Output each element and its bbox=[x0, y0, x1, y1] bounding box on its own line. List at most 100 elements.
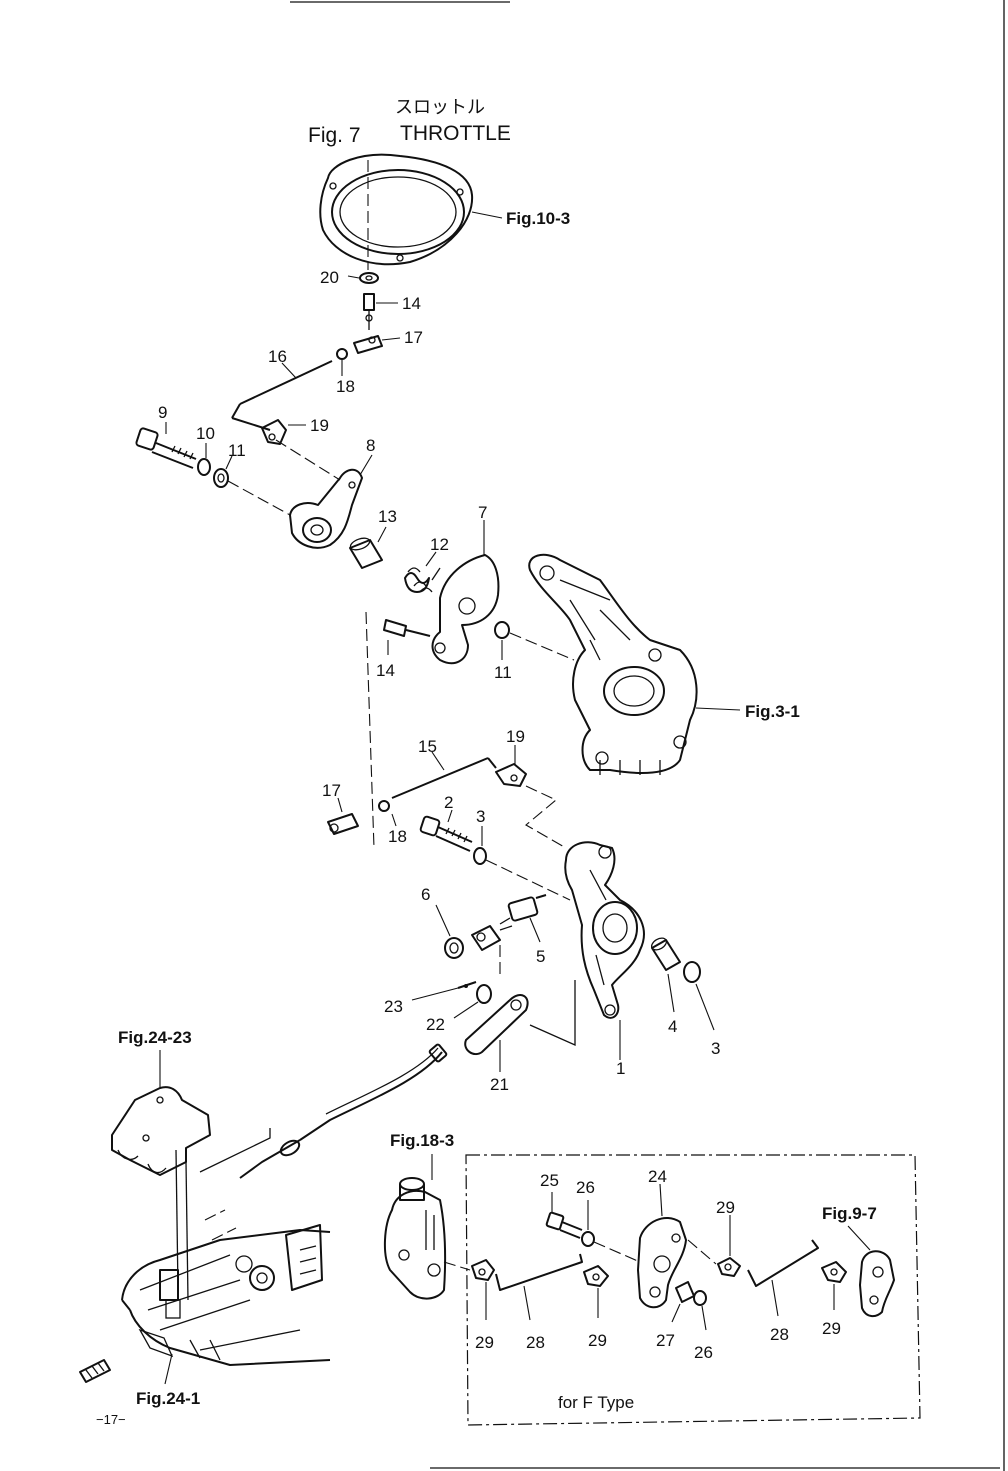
callout-9: 9 bbox=[158, 403, 167, 422]
ref-fig-18-3[interactable]: Fig.18-3 bbox=[390, 1131, 454, 1150]
ref-fig-3-1[interactable]: Fig.3-1 bbox=[745, 702, 800, 721]
part-20-nut bbox=[359, 272, 379, 284]
callout-11-top: 11 bbox=[228, 441, 246, 460]
part-23-pin bbox=[457, 981, 477, 989]
callout-21: 21 bbox=[490, 1075, 509, 1094]
callout-17-top: 17 bbox=[404, 328, 423, 347]
part-21-rod-end bbox=[464, 994, 529, 1056]
part-19-clip bbox=[261, 419, 287, 445]
callout-7: 7 bbox=[478, 503, 487, 522]
callout-29-b: 29 bbox=[588, 1331, 607, 1350]
part-3-washer bbox=[473, 847, 487, 865]
throttle-cable bbox=[239, 1043, 448, 1179]
callout-18-mid: 18 bbox=[388, 827, 407, 846]
ref-fig-9-7[interactable]: Fig.9-7 bbox=[822, 1204, 877, 1223]
callout-13: 13 bbox=[378, 507, 397, 526]
part-27-collar bbox=[675, 1281, 695, 1303]
part-26-washer-b bbox=[693, 1290, 707, 1306]
part-17-joint bbox=[353, 335, 383, 354]
part-14-ball-joint-mid bbox=[383, 619, 431, 637]
part-3-washer-bottom bbox=[683, 961, 701, 983]
callout-14-mid: 14 bbox=[376, 661, 395, 680]
callout-5: 5 bbox=[536, 947, 545, 966]
throttle-ring-flange bbox=[319, 153, 474, 270]
part-11-washer bbox=[213, 468, 229, 488]
callout-29-a: 29 bbox=[475, 1333, 494, 1352]
callout-28-a: 28 bbox=[526, 1333, 545, 1352]
callout-26-top: 26 bbox=[576, 1178, 595, 1197]
figure-number: Fig. 7 bbox=[308, 124, 361, 147]
callout-4: 4 bbox=[668, 1017, 677, 1036]
callout-17-mid: 17 bbox=[322, 781, 341, 800]
lower-control-housing bbox=[121, 1149, 331, 1366]
callout-24: 24 bbox=[648, 1167, 667, 1186]
part-2-bolt bbox=[419, 815, 473, 852]
part-25-bolt bbox=[545, 1211, 583, 1239]
callout-3-bottom: 3 bbox=[711, 1039, 720, 1058]
fig-18-3-lever bbox=[383, 1177, 447, 1300]
callout-19-mid: 19 bbox=[506, 727, 525, 746]
part-7-lever-plate bbox=[431, 554, 500, 665]
callout-29-d: 29 bbox=[822, 1319, 841, 1338]
callout-25: 25 bbox=[540, 1171, 559, 1190]
part-15-rod bbox=[391, 757, 497, 799]
part-6-nut bbox=[444, 937, 464, 959]
small-pin bbox=[79, 1359, 111, 1383]
callout-22: 22 bbox=[426, 1015, 445, 1034]
callout-1: 1 bbox=[616, 1059, 625, 1078]
part-17-joint-mid bbox=[327, 813, 359, 835]
part-24-lever bbox=[637, 1217, 687, 1309]
callout-6: 6 bbox=[421, 885, 430, 904]
callout-8: 8 bbox=[366, 436, 375, 455]
title-japanese: スロットル bbox=[395, 97, 485, 117]
part-8-throttle-lever bbox=[289, 468, 363, 549]
part-19-clip-mid bbox=[495, 763, 527, 787]
callout-18-top: 18 bbox=[336, 377, 355, 396]
callout-14-top: 14 bbox=[402, 294, 421, 313]
part-29-clip-d bbox=[821, 1261, 847, 1283]
part-22-washer bbox=[476, 984, 492, 1004]
inset-caption: for F Type bbox=[558, 1393, 634, 1412]
part-10-washer bbox=[197, 458, 211, 476]
part-9-bolt bbox=[135, 427, 197, 469]
callout-3-top: 3 bbox=[476, 807, 485, 826]
figure-title: THROTTLE bbox=[400, 122, 511, 145]
callout-27: 27 bbox=[656, 1331, 675, 1350]
part-29-clip-c bbox=[717, 1257, 741, 1277]
part-11-washer-mid bbox=[494, 621, 510, 639]
callout-20: 20 bbox=[320, 268, 339, 287]
part-29-clip-a bbox=[471, 1259, 495, 1281]
part-14-ball-joint bbox=[363, 293, 375, 330]
part-18-clip bbox=[336, 348, 348, 360]
callout-26-bottom: 26 bbox=[694, 1343, 713, 1362]
callout-29-c: 29 bbox=[716, 1198, 735, 1217]
part-18-clip-mid bbox=[378, 800, 390, 812]
ref-fig-10-3[interactable]: Fig.10-3 bbox=[506, 209, 570, 228]
callout-16: 16 bbox=[268, 347, 287, 366]
f-type-inset-frame bbox=[465, 1154, 921, 1426]
part-5-bracket-stud bbox=[471, 894, 547, 951]
carburetor-body bbox=[528, 553, 698, 775]
page-number: −17− bbox=[96, 1412, 126, 1427]
part-13-collar bbox=[349, 537, 383, 569]
part-28-rod-b bbox=[747, 1239, 819, 1287]
part-1-control-lever bbox=[564, 841, 645, 1019]
ref-fig-24-1[interactable]: Fig.24-1 bbox=[136, 1389, 200, 1408]
callout-28-b: 28 bbox=[770, 1325, 789, 1344]
part-29-clip-b bbox=[583, 1265, 609, 1287]
callout-19-top: 19 bbox=[310, 416, 329, 435]
callout-23: 23 bbox=[384, 997, 403, 1016]
fig-9-7-lever bbox=[859, 1250, 895, 1318]
callout-10: 10 bbox=[196, 424, 215, 443]
callout-2: 2 bbox=[444, 793, 453, 812]
part-4-collar bbox=[650, 937, 681, 971]
callout-11-mid: 11 bbox=[494, 663, 512, 682]
callout-15: 15 bbox=[418, 737, 437, 756]
ref-fig-24-23[interactable]: Fig.24-23 bbox=[118, 1028, 192, 1047]
callout-12: 12 bbox=[430, 535, 449, 554]
part-12-spring bbox=[404, 567, 441, 593]
part-26-washer-a bbox=[581, 1231, 595, 1247]
part-28-rod-a bbox=[495, 1253, 583, 1291]
